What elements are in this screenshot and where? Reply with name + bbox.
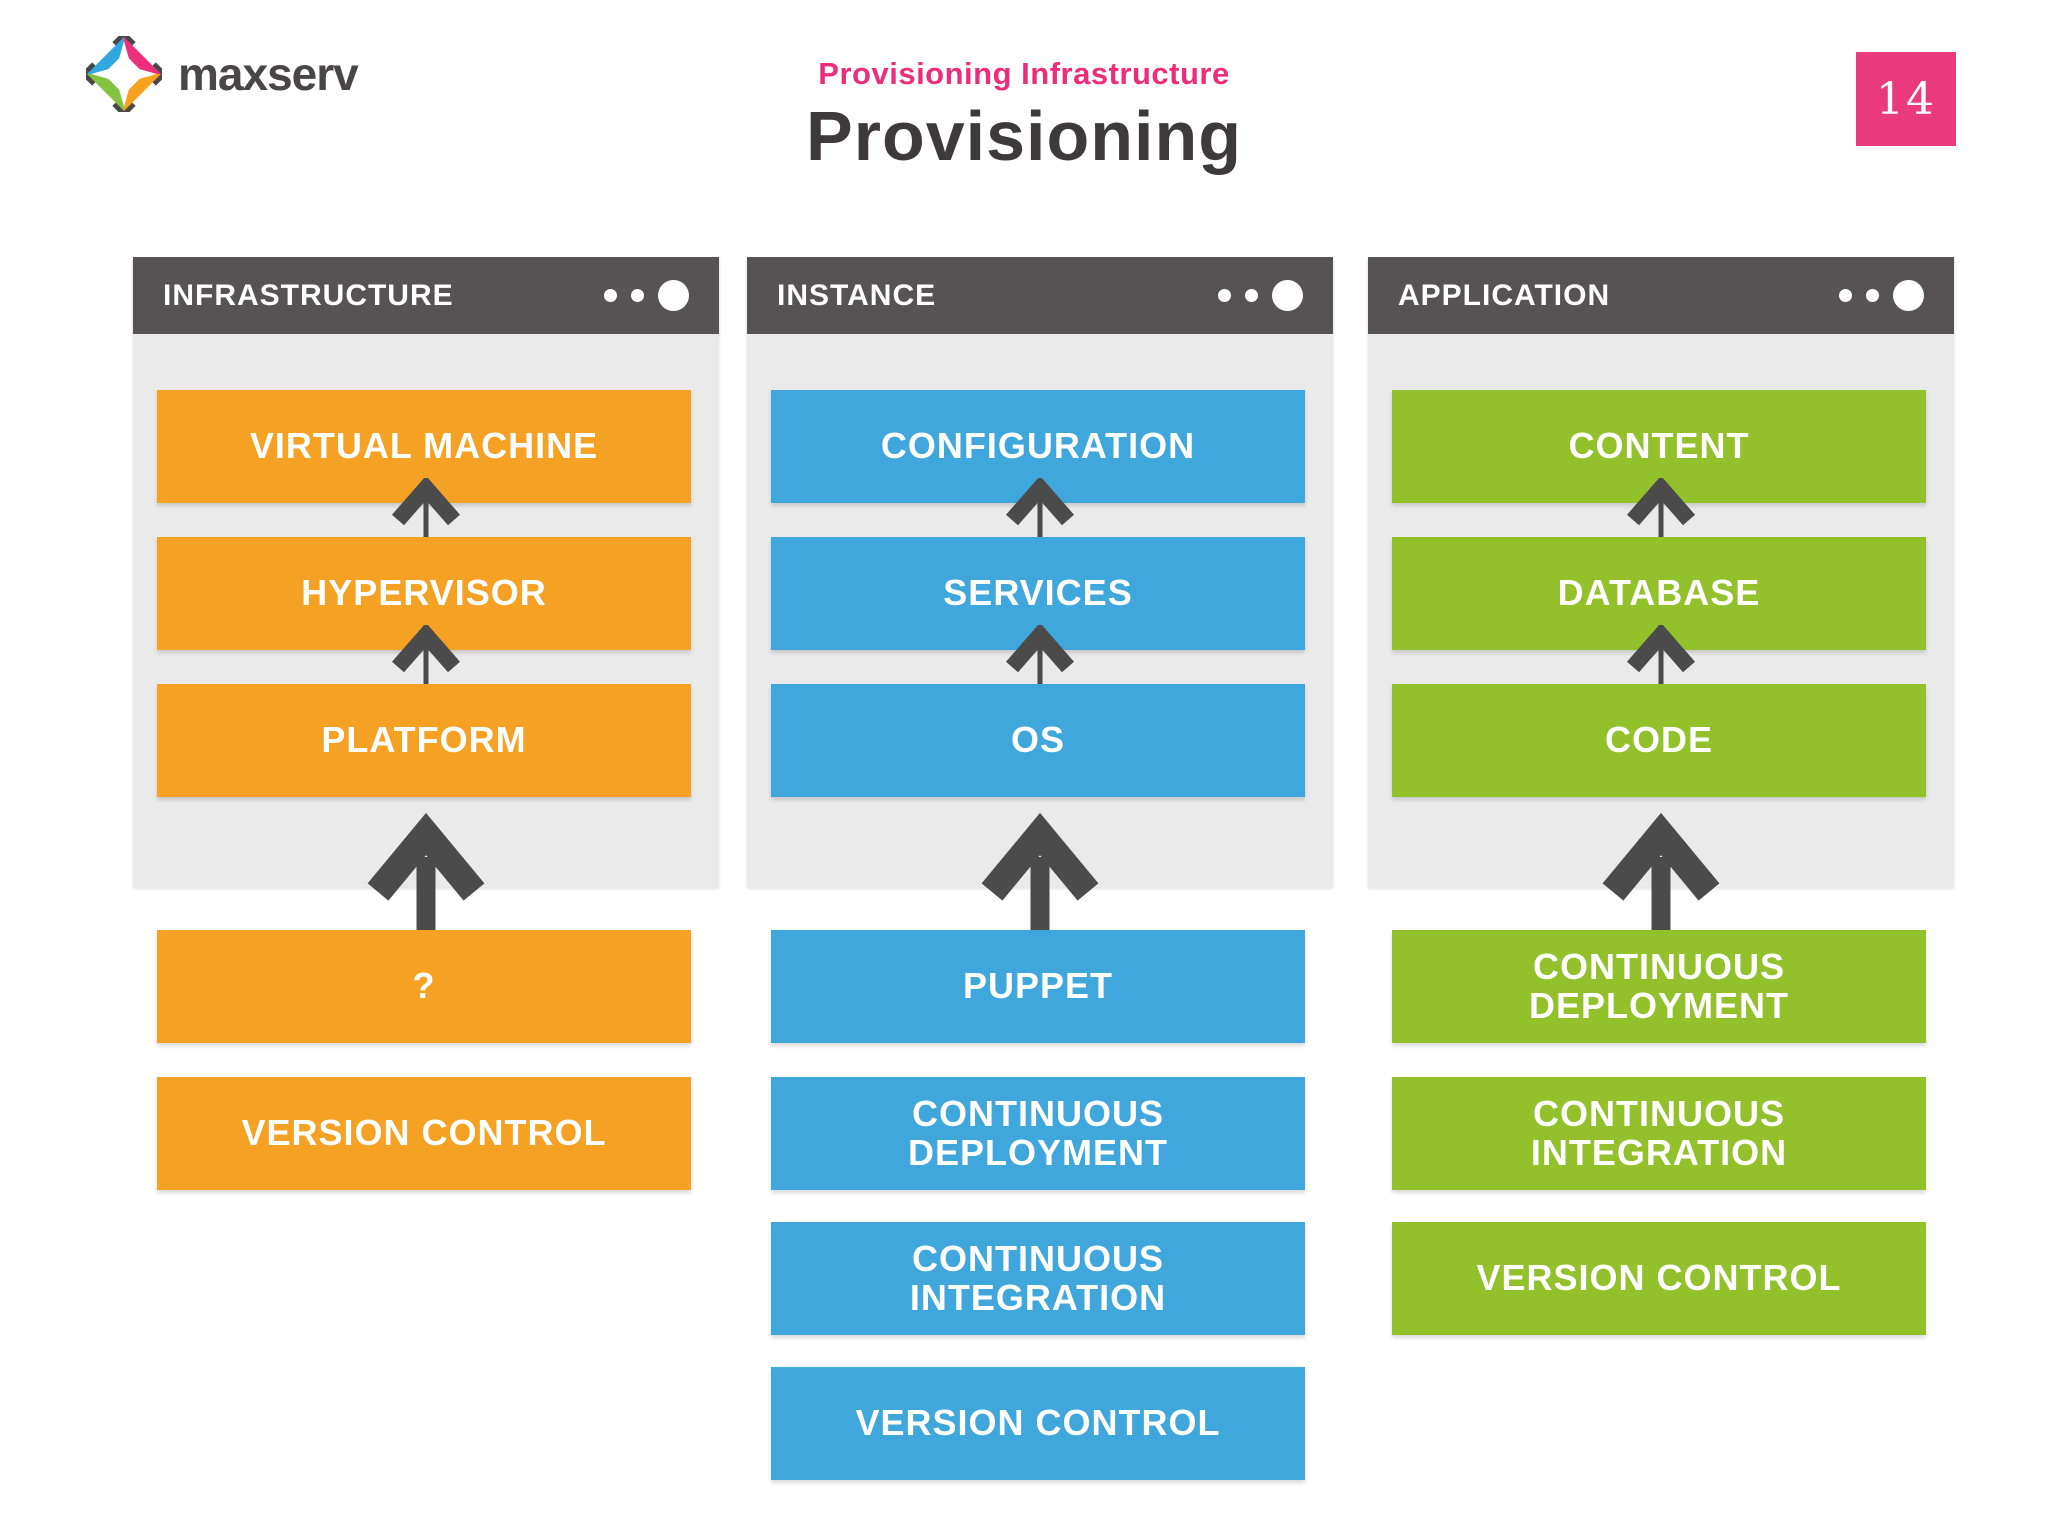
panel-header-application: APPLICATION	[1368, 257, 1954, 334]
arrow-up-icon	[1005, 625, 1075, 685]
panel-header-infrastructure: INFRASTRUCTURE	[133, 257, 719, 334]
arrow-up-icon	[1626, 625, 1696, 685]
arrow-up-icon	[391, 625, 461, 685]
diagram-box-version-control: VERSION CONTROL	[157, 1077, 691, 1190]
maxserv-logo-text: maxserv	[178, 48, 359, 100]
slide-kicker: Provisioning Infrastructure	[818, 56, 1230, 91]
window-dot-icon	[1839, 289, 1852, 302]
arrow-up-icon	[1626, 478, 1696, 538]
diagram-box-platform: PLATFORM	[157, 684, 691, 797]
column-infrastructure: INFRASTRUCTURE VIRTUAL MACHINE HYPERVISO…	[133, 0, 719, 1536]
maxserv-logo: maxserv	[86, 36, 359, 112]
window-dot-icon	[1866, 289, 1879, 302]
arrow-up-icon	[391, 478, 461, 538]
diagram-box-version-control: VERSION CONTROL	[1392, 1222, 1926, 1335]
diagram-box-code: CODE	[1392, 684, 1926, 797]
big-arrow-up-icon	[981, 812, 1099, 932]
diagram-box-question: ?	[157, 930, 691, 1043]
arrow-up-icon	[1005, 478, 1075, 538]
window-circle-icon	[1272, 280, 1303, 311]
window-controls	[1825, 280, 1924, 311]
maxserv-logo-icon	[86, 36, 162, 112]
big-arrow-up-icon	[367, 812, 485, 932]
window-controls	[590, 280, 689, 311]
column-instance: INSTANCE CONFIGURATION SERVICES OS PUPPE…	[747, 0, 1333, 1536]
window-dot-icon	[604, 289, 617, 302]
window-circle-icon	[658, 280, 689, 311]
window-circle-icon	[1893, 280, 1924, 311]
diagram-box-continuous-integration: CONTINUOUS INTEGRATION	[771, 1222, 1305, 1335]
diagram-box-continuous-deployment: CONTINUOUS DEPLOYMENT	[771, 1077, 1305, 1190]
panel-title: INSTANCE	[777, 278, 937, 312]
panel-title: APPLICATION	[1398, 278, 1611, 312]
window-dot-icon	[1245, 289, 1258, 302]
window-dot-icon	[1218, 289, 1231, 302]
panel-header-instance: INSTANCE	[747, 257, 1333, 334]
page-number-badge: 14	[1856, 52, 1956, 146]
diagram-box-os: OS	[771, 684, 1305, 797]
diagram-box-continuous-integration: CONTINUOUS INTEGRATION	[1392, 1077, 1926, 1190]
big-arrow-up-icon	[1602, 812, 1720, 932]
diagram-box-puppet: PUPPET	[771, 930, 1305, 1043]
window-controls	[1204, 280, 1303, 311]
diagram-box-continuous-deployment: CONTINUOUS DEPLOYMENT	[1392, 930, 1926, 1043]
page-title: Provisioning	[806, 97, 1242, 175]
panel-title: INFRASTRUCTURE	[163, 278, 454, 312]
window-dot-icon	[631, 289, 644, 302]
column-application: APPLICATION CONTENT DATABASE CODE CONTIN…	[1368, 0, 1954, 1536]
diagram-box-version-control: VERSION CONTROL	[771, 1367, 1305, 1480]
